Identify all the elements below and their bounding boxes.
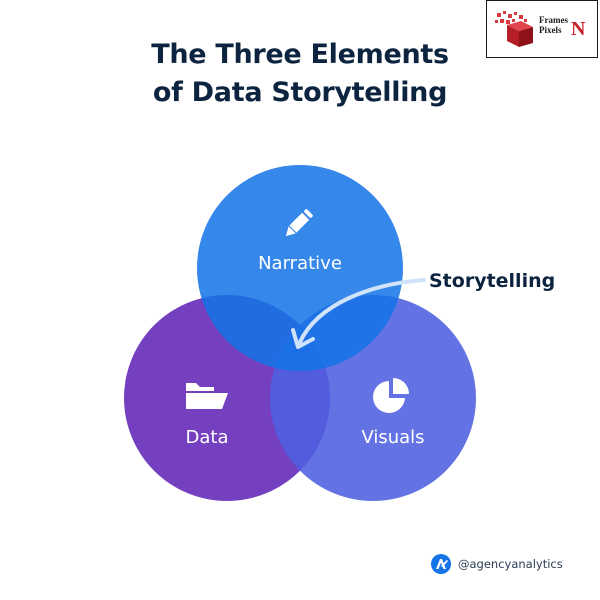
page-title: The Three Elements of Data Storytelling xyxy=(0,36,600,112)
data-label: Data xyxy=(185,427,229,448)
visuals-label: Visuals xyxy=(361,427,425,448)
credit-handle: @agencyanalytics xyxy=(458,557,563,571)
pie-chart-icon xyxy=(373,378,409,413)
watermark-text: Frames Pixels xyxy=(539,15,568,35)
red-cube-logo-icon xyxy=(495,11,533,47)
pen-icon xyxy=(285,209,313,237)
folder-icon xyxy=(186,383,228,409)
watermark-line-2: Pixels xyxy=(539,25,562,35)
agencyanalytics-logo-icon xyxy=(431,554,451,574)
title-line-1: The Three Elements xyxy=(151,39,449,70)
narrative-label: Narrative xyxy=(258,253,342,274)
storytelling-arrow xyxy=(291,278,426,349)
title-line-2: of Data Storytelling xyxy=(152,77,448,108)
watermark-line-1: Frames xyxy=(539,15,568,25)
frames-pixels-watermark-logo: Frames Pixels N xyxy=(486,0,598,58)
watermark-letter: N xyxy=(571,18,586,40)
storytelling-label: Storytelling xyxy=(429,270,556,292)
agencyanalytics-credit: @agencyanalytics xyxy=(430,553,563,575)
narrative-circle xyxy=(197,165,403,371)
